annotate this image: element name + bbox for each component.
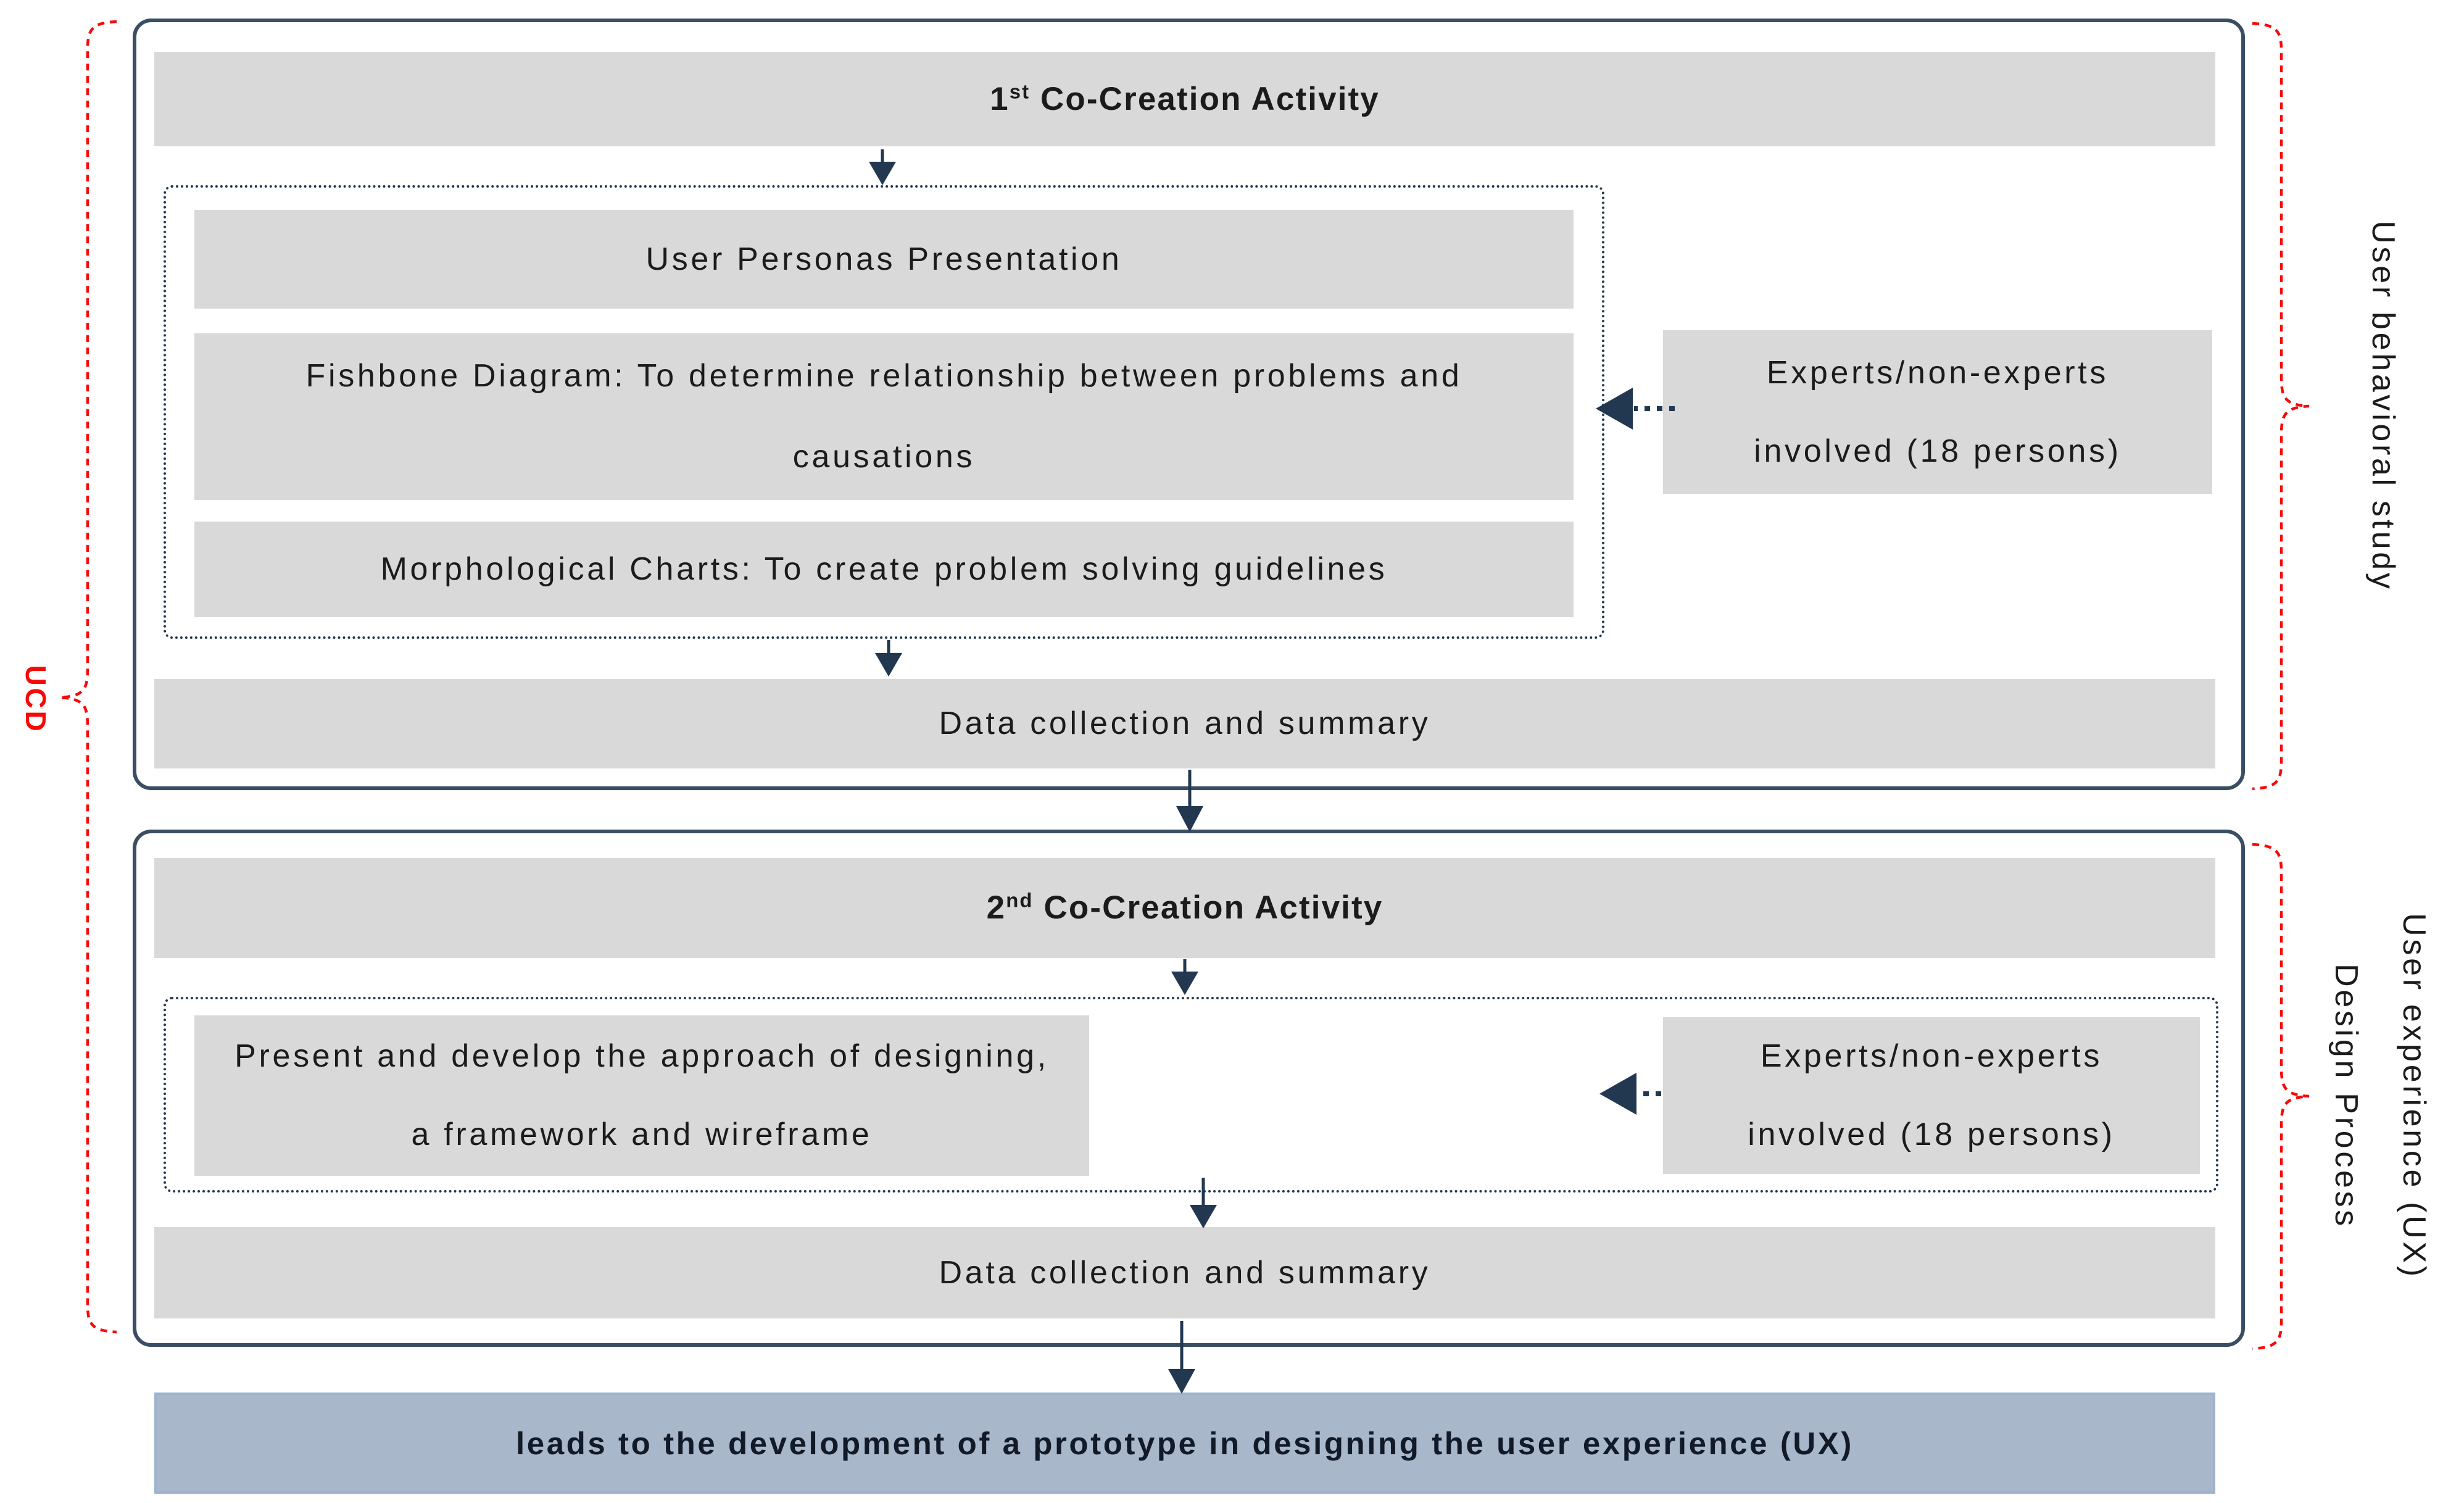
ordinal-superscript: st [1009,80,1031,103]
activity1-header: 1st Co-Creation Activity [154,52,2215,146]
step-fishbone-diagram: Fishbone Diagram: To determine relations… [194,333,1574,500]
step-morphological-label: Morphological Charts: To create problem … [380,551,1388,588]
activity1-experts-box: Experts/non-experts involved (18 persons… [1663,330,2212,494]
activity1-data-collection: Data collection and summary [154,679,2215,768]
activity1-data-collection-label: Data collection and summary [939,706,1431,742]
outcome-bar: leads to the development of a prototype … [154,1393,2215,1494]
left-brace-ucd [59,20,117,1334]
activity2-header-text: 2nd Co-Creation Activity [986,888,1383,926]
label-design-process: Design Process [2328,964,2365,1229]
activity1-header-text: 1st Co-Creation Activity [990,80,1380,117]
experts-line2: involved (18 persons) [1748,1117,2115,1152]
step-user-personas: User Personas Presentation [194,210,1574,309]
label-user-experience-text: User experience (UX) [2396,913,2432,1280]
label-design-process-text: Design Process [2328,964,2364,1229]
present-develop-line1: Present and develop the approach of desi… [234,1038,1049,1075]
ucd-label-text: UCD [20,665,52,734]
activity2-data-collection: Data collection and summary [154,1227,2215,1318]
label-user-experience-ux: User experience (UX) [2396,913,2433,1280]
label-user-behavioral-study: User behavioral study [2365,220,2402,591]
outcome-label: leads to the development of a prototype … [516,1425,1854,1461]
step-user-personas-label: User Personas Presentation [645,241,1122,277]
label-user-behavioral-study-text: User behavioral study [2365,220,2401,592]
ucd-label: UCD [19,665,52,734]
present-develop-line2: a framework and wireframe [411,1117,873,1152]
right-brace-ux-design-process [2252,843,2310,1351]
ordinal-superscript: nd [1006,888,1034,912]
step-fishbone-line2: causations [792,439,976,475]
experts-line1: Experts/non-experts [1766,354,2109,391]
activity2-data-collection-label: Data collection and summary [939,1254,1431,1291]
step-fishbone-line1: Fishbone Diagram: To determine relations… [305,358,1462,394]
right-brace-user-behavioral-study [2252,22,2310,791]
experts-line1: Experts/non-experts [1760,1038,2103,1075]
activity2-methods-group [164,997,2218,1193]
activity2-experts-box: Experts/non-experts involved (18 persons… [1663,1017,2200,1174]
step-morphological-charts: Morphological Charts: To create problem … [194,522,1574,617]
activity2-header: 2nd Co-Creation Activity [154,858,2215,958]
step-present-develop: Present and develop the approach of desi… [194,1015,1089,1176]
experts-line2: involved (18 persons) [1754,433,2122,469]
